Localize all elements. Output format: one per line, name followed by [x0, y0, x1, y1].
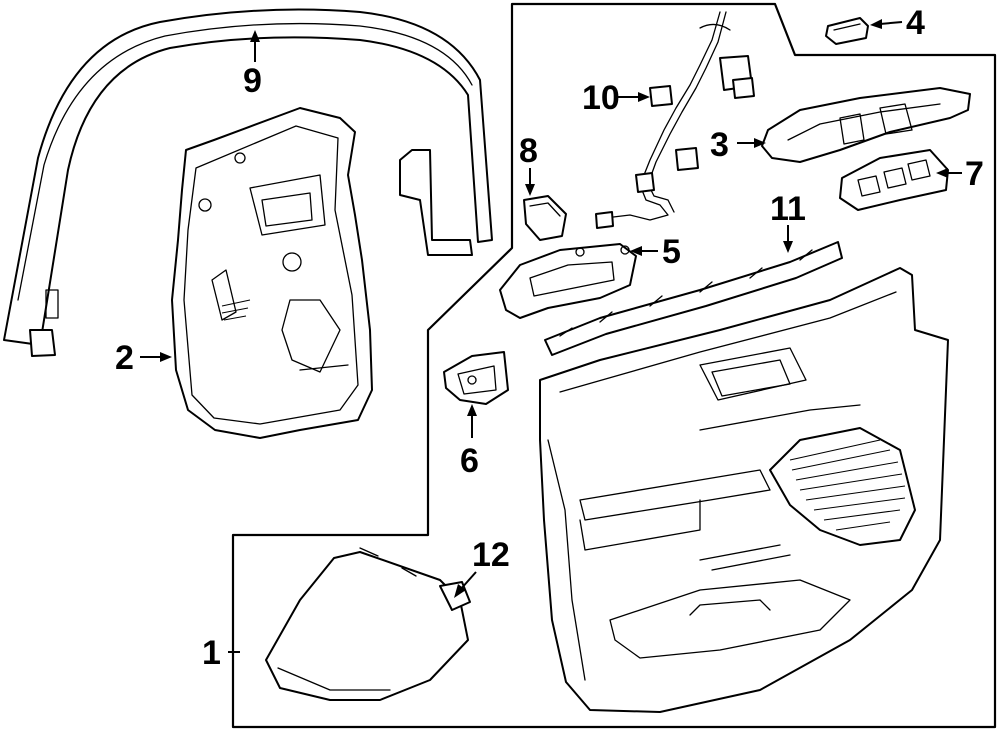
- callout-1: 1: [202, 634, 221, 672]
- map-pocket: [265, 547, 471, 701]
- callout-10: 10: [582, 79, 620, 117]
- inside-door-handle: [499, 243, 637, 319]
- leader-lines: [140, 19, 962, 653]
- switch-bezel: [761, 87, 971, 163]
- callout-8: 8: [519, 132, 538, 170]
- assembly-boundary: [231, 2, 997, 729]
- upper-molding-strip: [544, 241, 843, 356]
- callout-12: 12: [472, 536, 510, 574]
- latch-bracket: [443, 351, 509, 405]
- small-bezel: [825, 17, 869, 45]
- callout-5: 5: [662, 233, 681, 271]
- callout-3: 3: [710, 126, 729, 164]
- callout-9: 9: [243, 62, 262, 100]
- callout-11: 11: [770, 190, 806, 228]
- callout-2: 2: [115, 339, 134, 377]
- window-switch: [839, 149, 949, 211]
- callout-4: 4: [906, 4, 925, 42]
- callout-6: 6: [460, 442, 479, 480]
- water-deflector: [171, 107, 373, 439]
- door-switch: [523, 195, 567, 241]
- window-frame-molding: [3, 8, 493, 357]
- callout-7: 7: [965, 155, 984, 193]
- wiring-harness: [595, 11, 755, 229]
- door-trim-panel: [539, 267, 949, 713]
